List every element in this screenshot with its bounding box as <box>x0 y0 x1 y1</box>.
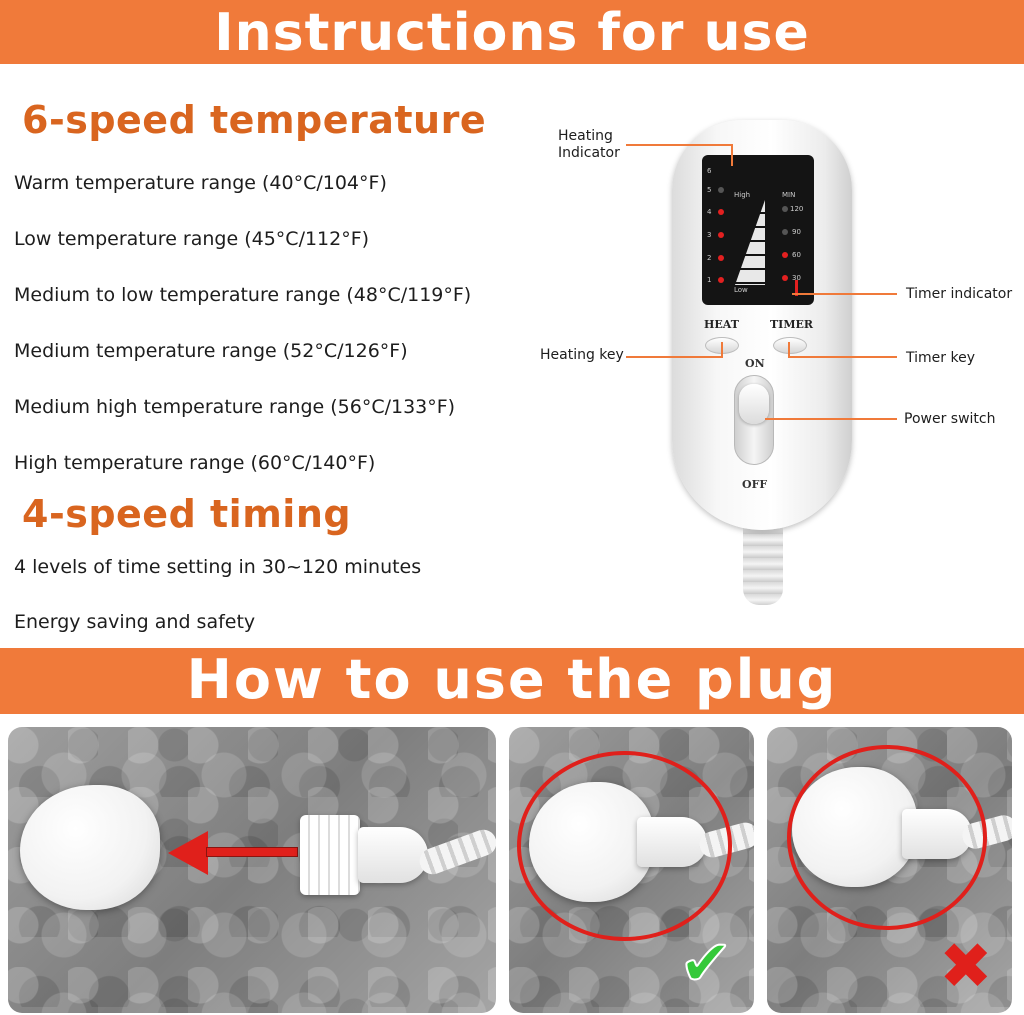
plug-cable <box>415 826 496 878</box>
highlight-circle <box>517 751 732 941</box>
timer-key-label: TIMER <box>770 318 814 331</box>
plug-usage-banner: How to use the plug <box>0 648 1024 714</box>
power-switch[interactable] <box>734 375 774 465</box>
temperature-line: Medium to low temperature range (48°C/11… <box>14 284 472 306</box>
callout-line <box>721 342 723 358</box>
callout-line <box>731 144 733 166</box>
heat-led <box>718 255 724 261</box>
heat-level-label: 3 <box>707 231 712 239</box>
heat-led <box>718 232 724 238</box>
temperature-heading: 6-speed temperature <box>22 98 487 142</box>
remote-illustration: 6 5 4 3 2 1 High Low MIN 120 90 60 30 <box>530 110 1024 610</box>
heat-led <box>718 277 724 283</box>
timer-value-label: 60 <box>792 251 801 259</box>
timer-led <box>782 206 788 212</box>
heat-led <box>718 187 724 193</box>
temperature-line: High temperature range (60°C/140°F) <box>14 452 376 474</box>
cross-icon: ✖ <box>939 930 993 1004</box>
timer-led <box>782 229 788 235</box>
timing-line: 4 levels of time setting in 30~120 minut… <box>14 556 422 578</box>
heat-level-label: 2 <box>707 254 712 262</box>
heat-led <box>718 209 724 215</box>
timer-value-label: 120 <box>790 205 804 213</box>
heating-indicator-callout: Heating Indicator <box>558 128 620 162</box>
on-label: ON <box>745 357 765 370</box>
temperature-line: Medium high temperature range (56°C/133°… <box>14 396 456 418</box>
socket <box>20 785 160 910</box>
callout-line <box>788 342 790 358</box>
remote-display: 6 5 4 3 2 1 High Low MIN 120 90 60 30 <box>702 155 814 305</box>
timer-indicator-callout: Timer indicator <box>906 286 1013 302</box>
red-arrow-icon <box>168 831 208 875</box>
correct-connection-photo: ✔ <box>509 727 754 1013</box>
heat-level-label: 4 <box>707 208 712 216</box>
off-label: OFF <box>742 478 768 491</box>
timer-led <box>782 252 788 258</box>
remote-controller: 6 5 4 3 2 1 High Low MIN 120 90 60 30 <box>672 120 852 530</box>
timing-heading: 4-speed timing <box>22 492 352 536</box>
heat-key-label: HEAT <box>704 318 739 331</box>
insert-plug-photo <box>8 727 496 1013</box>
callout-line <box>626 356 721 358</box>
heating-key-callout: Heating key <box>540 347 624 363</box>
low-label: Low <box>734 286 748 294</box>
heat-level-label: 6 <box>707 167 712 175</box>
heat-level-bar-stripes <box>735 200 765 285</box>
plug-body <box>358 827 428 883</box>
timer-indicator-bar <box>795 280 798 296</box>
incorrect-connection-photo: ✖ <box>767 727 1012 1013</box>
callout-line <box>792 293 897 295</box>
heat-level-label: 5 <box>707 186 712 194</box>
timer-value-label: 30 <box>792 274 801 282</box>
temperature-line: Low temperature range (45°C/112°F) <box>14 228 370 250</box>
heat-level-label: 1 <box>707 276 712 284</box>
min-label: MIN <box>782 191 796 199</box>
timer-key[interactable] <box>773 337 807 354</box>
timer-led <box>782 275 788 281</box>
temperature-line: Medium temperature range (52°C/126°F) <box>14 340 408 362</box>
power-switch-knob[interactable] <box>739 384 769 424</box>
power-switch-callout: Power switch <box>904 411 996 427</box>
timer-key-callout: Timer key <box>906 350 975 366</box>
heating-indicator-callout-line: Heating <box>558 128 613 144</box>
highlight-circle <box>787 745 987 930</box>
timer-value-label: 90 <box>792 228 801 236</box>
timing-line: Energy saving and safety <box>14 611 256 633</box>
callout-line <box>626 144 731 146</box>
instructions-banner: Instructions for use <box>0 0 1024 64</box>
high-label: High <box>734 191 751 199</box>
red-arrow-shaft <box>206 847 298 857</box>
plug-connector <box>300 815 360 895</box>
temperature-line: Warm temperature range (40°C/104°F) <box>14 172 387 194</box>
callout-line <box>765 418 897 420</box>
callout-line <box>788 356 897 358</box>
heating-indicator-callout-line: Indicator <box>558 145 620 161</box>
check-icon: ✔ <box>678 927 734 1001</box>
